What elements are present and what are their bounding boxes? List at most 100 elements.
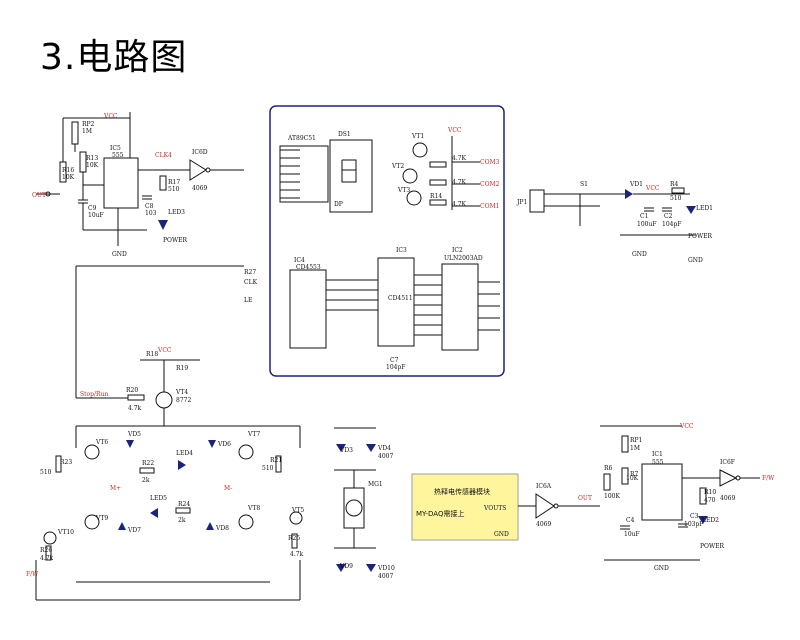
- r24-value: 2k: [178, 517, 186, 524]
- ic6a-type: 4069: [536, 521, 551, 528]
- sensor-timer-block: 热释电传感器模块 MY-DAQ需接上 VOUTS GND IC6A 4069 O…: [411, 423, 775, 572]
- r14-label: R14: [430, 193, 442, 200]
- r17-label: R17: [168, 179, 180, 186]
- fw-out-label: F/W: [762, 475, 775, 482]
- ic6a-label: IC6A: [536, 483, 552, 490]
- r21-label: R21: [270, 457, 282, 464]
- r26-label: R26: [40, 547, 52, 554]
- gnd-label-4: GND: [494, 531, 509, 538]
- vt4-type: 8772: [176, 397, 191, 404]
- r22-label: R22: [142, 460, 154, 467]
- out-label-2: OUT: [578, 495, 592, 502]
- vd9-label: VD9: [339, 563, 353, 570]
- power-label-1: POWER: [163, 237, 188, 244]
- vd7-label: VD7: [127, 527, 141, 534]
- ic1-label: IC1: [652, 451, 663, 458]
- r26-value: 4.7k: [40, 555, 54, 562]
- vcc-label-3: VCC: [645, 185, 660, 192]
- vt8-label: VT8: [247, 505, 260, 512]
- com3-label: COM3: [480, 159, 500, 166]
- c1-value: 100uF: [637, 221, 656, 228]
- c4-value: 10uF: [624, 531, 640, 538]
- r20-label: R20: [126, 387, 138, 394]
- r6-value: 100K: [604, 493, 620, 500]
- mcu-label: AT89C51: [287, 135, 316, 142]
- m-minus-label: M-: [224, 485, 232, 492]
- ds1-label: DS1: [338, 131, 351, 138]
- sensor-module-title: 热释电传感器模块: [434, 487, 490, 496]
- r13-label: R13: [86, 155, 98, 162]
- ic6d-label: IC6D: [192, 149, 208, 156]
- le-label: LE: [244, 297, 252, 304]
- c8-label: C8: [145, 203, 154, 210]
- r19-label: R19: [176, 365, 188, 372]
- r7-value: 10K: [626, 475, 639, 482]
- gnd-label-1: GND: [112, 251, 127, 258]
- gnd-label-3: GND: [688, 257, 703, 264]
- led1-label: LED1: [696, 205, 713, 212]
- res-4-7k-1: 4.7K: [452, 155, 467, 162]
- vd4-label: VD4: [377, 445, 391, 452]
- ic2-label: IC2: [452, 247, 463, 254]
- r17-value: 510: [168, 186, 180, 193]
- out-label: OUT: [32, 192, 46, 199]
- vcc-label-2: VCC: [447, 127, 462, 134]
- com2-label: COM2: [480, 181, 500, 188]
- r21-value: 510: [262, 465, 274, 472]
- vt4-label: VT4: [175, 389, 188, 396]
- r4-value: 510: [670, 195, 682, 202]
- m-plus-label: M+: [110, 485, 121, 492]
- res-4-7k-2: 4.7K: [452, 179, 467, 186]
- r10-label: R10: [704, 489, 716, 496]
- clock-generator-block: IC5 555 VCC RP2 1M R16 10K R13 10K C9 10…: [32, 112, 244, 258]
- vt9-label: VT9: [95, 515, 108, 522]
- c2-label: C2: [664, 213, 673, 220]
- vd5-label: VD5: [127, 431, 141, 438]
- r24-label: R24: [178, 501, 190, 508]
- fw-label: F/W: [26, 571, 39, 578]
- ic2-type: ULN2003AD: [444, 255, 483, 262]
- vcc-label-5: VCC: [679, 423, 694, 430]
- c3-label: C3: [690, 513, 699, 520]
- ic4-label: IC4: [294, 257, 305, 264]
- r25-value: 4.7k: [290, 551, 304, 558]
- vd3-label: VD3: [339, 447, 353, 454]
- rp2-value: 1M: [82, 128, 92, 135]
- c1-label: C1: [640, 213, 648, 220]
- r23-value: 510: [40, 469, 52, 476]
- vt6-label: VT6: [95, 439, 108, 446]
- vouts-label: VOUTS: [483, 505, 506, 512]
- power-supply-block: JP1 S1 VD1 VCC C1 100uF C2 104pF R4 510 …: [516, 181, 713, 264]
- vd1-label: VD1: [629, 181, 643, 188]
- vd10-type: 4007: [378, 573, 393, 580]
- r23-label: R23: [60, 459, 72, 466]
- h-bridge-block: VT6 VT7 VT9 VT8 VD5 VD6 VD7 VD8 LED4 LED…: [26, 425, 304, 601]
- vt1-label: VT1: [411, 133, 424, 140]
- rp1-value: 1M: [630, 445, 640, 452]
- rp2-label: RP2: [82, 121, 95, 128]
- gnd-label-5: GND: [654, 565, 669, 572]
- power-label-3: POWER: [700, 543, 725, 550]
- ic3-type: CD4511: [388, 295, 413, 302]
- ic6f-label: IC6F: [720, 459, 735, 466]
- vt10-label: VT10: [57, 529, 74, 536]
- s1-label: S1: [580, 181, 588, 188]
- r25-label: R25: [288, 535, 300, 542]
- vt2-label: VT2: [391, 163, 404, 170]
- r13-value: 10K: [86, 162, 99, 169]
- ic5-type: 555: [112, 152, 124, 159]
- stop-run-block: Stop/Run R20 4.7k VT4 8772 R18 R19 VCC: [75, 265, 244, 426]
- page-title: 3.电路图: [40, 37, 188, 78]
- jp1-label: JP1: [516, 199, 527, 206]
- r4-label: R4: [670, 181, 679, 188]
- c7-value: 104pF: [386, 364, 405, 371]
- vt7-label: VT7: [247, 431, 260, 438]
- led2-label: LED2: [702, 517, 719, 524]
- res-4-7k-3: 4.7K: [452, 201, 467, 208]
- vd10-label: VD10: [377, 565, 395, 572]
- ic3-label: IC3: [396, 247, 407, 254]
- power-label-2: POWER: [688, 233, 713, 240]
- vd6-label: VD6: [217, 441, 231, 448]
- stop-run-label: Stop/Run: [80, 391, 108, 398]
- c3-value: 103pF: [684, 521, 703, 528]
